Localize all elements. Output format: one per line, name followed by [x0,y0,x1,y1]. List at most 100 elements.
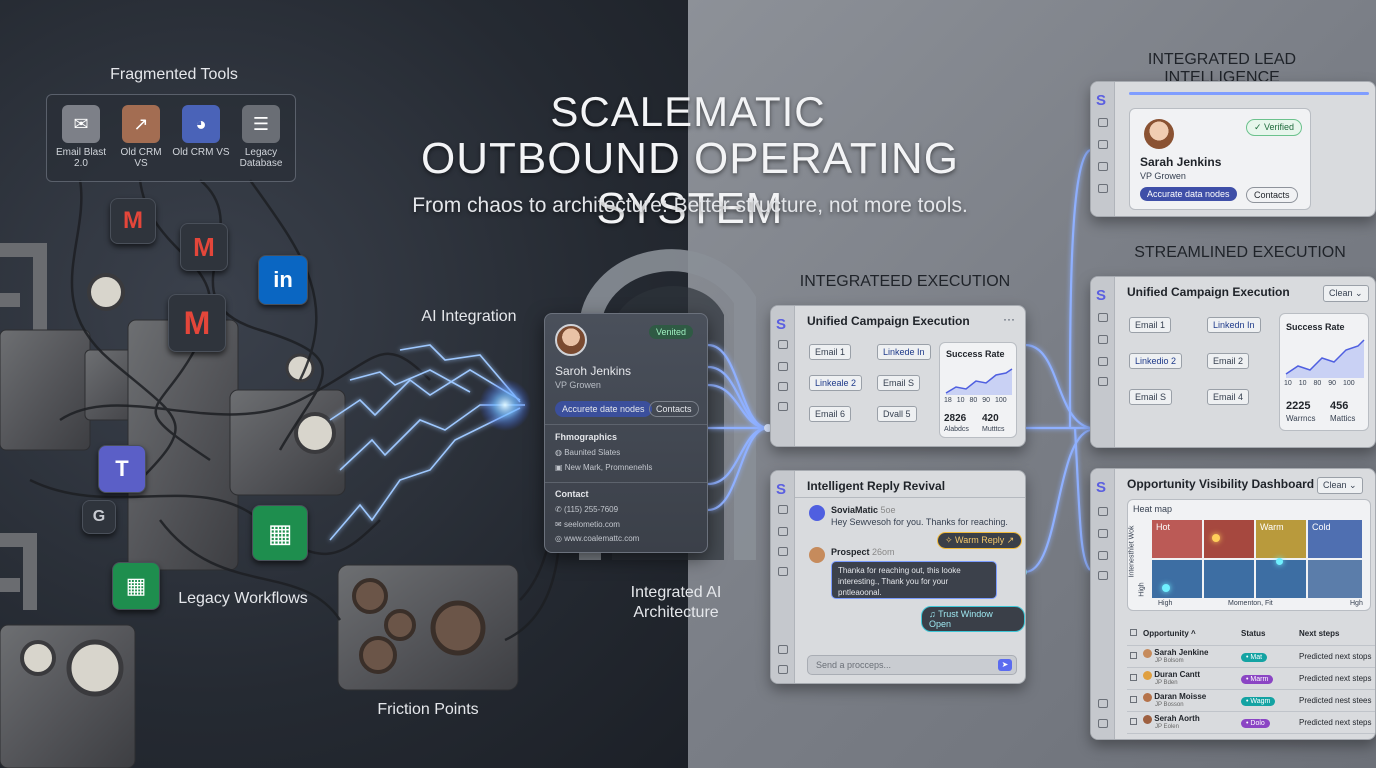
nav-icon[interactable] [1098,377,1108,386]
nav-icon[interactable] [1098,571,1108,580]
heatmap-point[interactable] [1276,558,1283,565]
workflow-node[interactable]: Email S [877,375,921,391]
settings-icon[interactable] [778,645,788,654]
nav-icon[interactable] [1098,335,1108,344]
label-integrated-execution: INTEGRATEED EXECUTION [799,273,1011,290]
workflow-node[interactable]: Email 1 [1129,317,1172,333]
message-input[interactable]: Send a procceps... ➤ [807,655,1017,675]
campaign-execution-panel: S Unified Campaign Execution ··· Email 1… [770,305,1026,447]
nav-icon[interactable] [778,567,788,576]
database-icon: ☰ [242,105,280,143]
opportunity-table: Opportunity ^ Status Next steps Sarah Je… [1127,623,1375,734]
trust-window-badge[interactable]: ♫ Trust Window Open [921,606,1025,632]
heatmap-cell[interactable]: Warm [1256,520,1306,558]
nav-icon[interactable] [1098,357,1108,366]
lead-card[interactable]: ✓ Verified Sarah Jenkins VP Growen Accur… [1129,108,1311,210]
heatmap-y-high: High [1138,582,1146,597]
scalematic-logo-icon: S [1096,287,1107,304]
nav-icon[interactable] [778,340,788,349]
workflow-node[interactable]: Dvall 5 [877,406,917,422]
logout-icon[interactable] [1098,719,1108,728]
heatmap-point[interactable] [1212,534,1220,542]
status-badge: • Marm [1241,674,1274,684]
select-all-checkbox[interactable] [1130,629,1137,637]
message-sender: Prospect 26om [831,547,895,557]
nav-icon[interactable] [1098,507,1108,516]
workflow-node[interactable]: Linkede In [877,344,931,360]
workflow-node[interactable]: Linkedio 2 [1129,353,1183,369]
workflow-node[interactable]: Email 2 [1207,353,1250,369]
logout-icon[interactable] [778,665,788,674]
row-checkbox[interactable] [1130,651,1137,659]
nav-icon[interactable] [778,382,788,391]
contact-website[interactable]: ◎ www.coalemattc.com [555,534,640,543]
contacts-button[interactable]: Contacts [649,401,699,417]
workflow-node[interactable]: Email 6 [809,406,852,422]
success-rate-card: Success Rate 18 10 80 90 100 2826 Alabdc… [939,342,1017,438]
send-icon[interactable]: ➤ [998,659,1012,671]
nav-icon[interactable] [778,505,788,514]
label-legacy-workflows: Legacy Workflows [178,590,308,607]
nav-icon[interactable] [1098,529,1108,538]
nav-icon[interactable] [778,527,788,536]
nav-icon[interactable] [1098,118,1108,127]
nav-icon[interactable] [778,362,788,371]
contacts-button[interactable]: Contacts [1246,187,1298,203]
nav-icon[interactable] [778,402,788,411]
row-checkbox[interactable] [1130,673,1137,681]
nav-icon[interactable] [1098,140,1108,149]
contact-email[interactable]: ✉ seelometio.com [555,520,620,529]
lead-profile-card[interactable]: Venited Saroh Jenkins VP Growen Accurete… [544,313,708,553]
contact-phone[interactable]: ✆ (115) 255-7609 [555,505,619,514]
workflow-node[interactable]: Linkedn In [1207,317,1261,333]
accurate-data-button[interactable]: Accurete date nodes [555,401,652,417]
nav-icon[interactable] [778,547,788,556]
nav-icon[interactable] [1098,313,1108,322]
heatmap-cell[interactable] [1204,560,1254,598]
clean-dropdown[interactable]: Clean ⌄ [1323,285,1369,302]
globe-icon: ◎ [555,534,565,543]
accurate-data-button[interactable]: Accurate data nodes [1140,187,1237,201]
heatmap-cell[interactable] [1256,560,1306,598]
column-header[interactable]: Status [1238,623,1296,646]
workflow-node[interactable]: Email 4 [1207,389,1250,405]
avatar [1143,714,1152,724]
lead-name: Saroh Jenkins [555,364,632,378]
workflow-node[interactable]: Email S [1129,389,1173,405]
avatar [1143,648,1152,658]
settings-icon[interactable] [1098,699,1108,708]
clean-dropdown[interactable]: Clean ⌄ [1317,477,1363,494]
chart-icon: ↗ [122,105,160,143]
more-options-icon[interactable]: ··· [1003,312,1015,326]
heatmap-point[interactable] [1162,584,1170,592]
heatmap-cell[interactable] [1152,560,1202,598]
row-checkbox[interactable] [1130,695,1137,703]
tool-old-crm-2[interactable]: ◕ Old CRM VS [171,105,231,158]
heatmap-cell[interactable]: Hot [1152,520,1202,558]
nav-icon[interactable] [1098,162,1108,171]
success-rate-title: Success Rate [946,349,1005,359]
nav-icon[interactable] [1098,184,1108,193]
row-checkbox[interactable] [1130,717,1137,725]
heatmap-cell[interactable]: Cold [1308,520,1362,558]
status-badge: • Mat [1241,652,1268,662]
building-icon: ▣ [555,463,565,472]
column-header[interactable]: Opportunity ^ [1140,623,1238,646]
stat-value: 456 [1330,400,1349,412]
column-header[interactable]: Next steps [1296,623,1375,646]
workflow-node[interactable]: Email 1 [809,344,852,360]
heatmap-cell[interactable] [1308,560,1362,598]
success-rate-sparkline [945,368,1013,395]
warm-reply-badge[interactable]: ✧ Warm Reply ↗ [937,532,1023,549]
nav-icon[interactable] [1098,551,1108,560]
workflow-node[interactable]: Linkeale 2 [809,375,863,391]
scalematic-logo-icon: S [1096,92,1107,109]
title-line-1: SCALEMATIC [550,88,826,135]
